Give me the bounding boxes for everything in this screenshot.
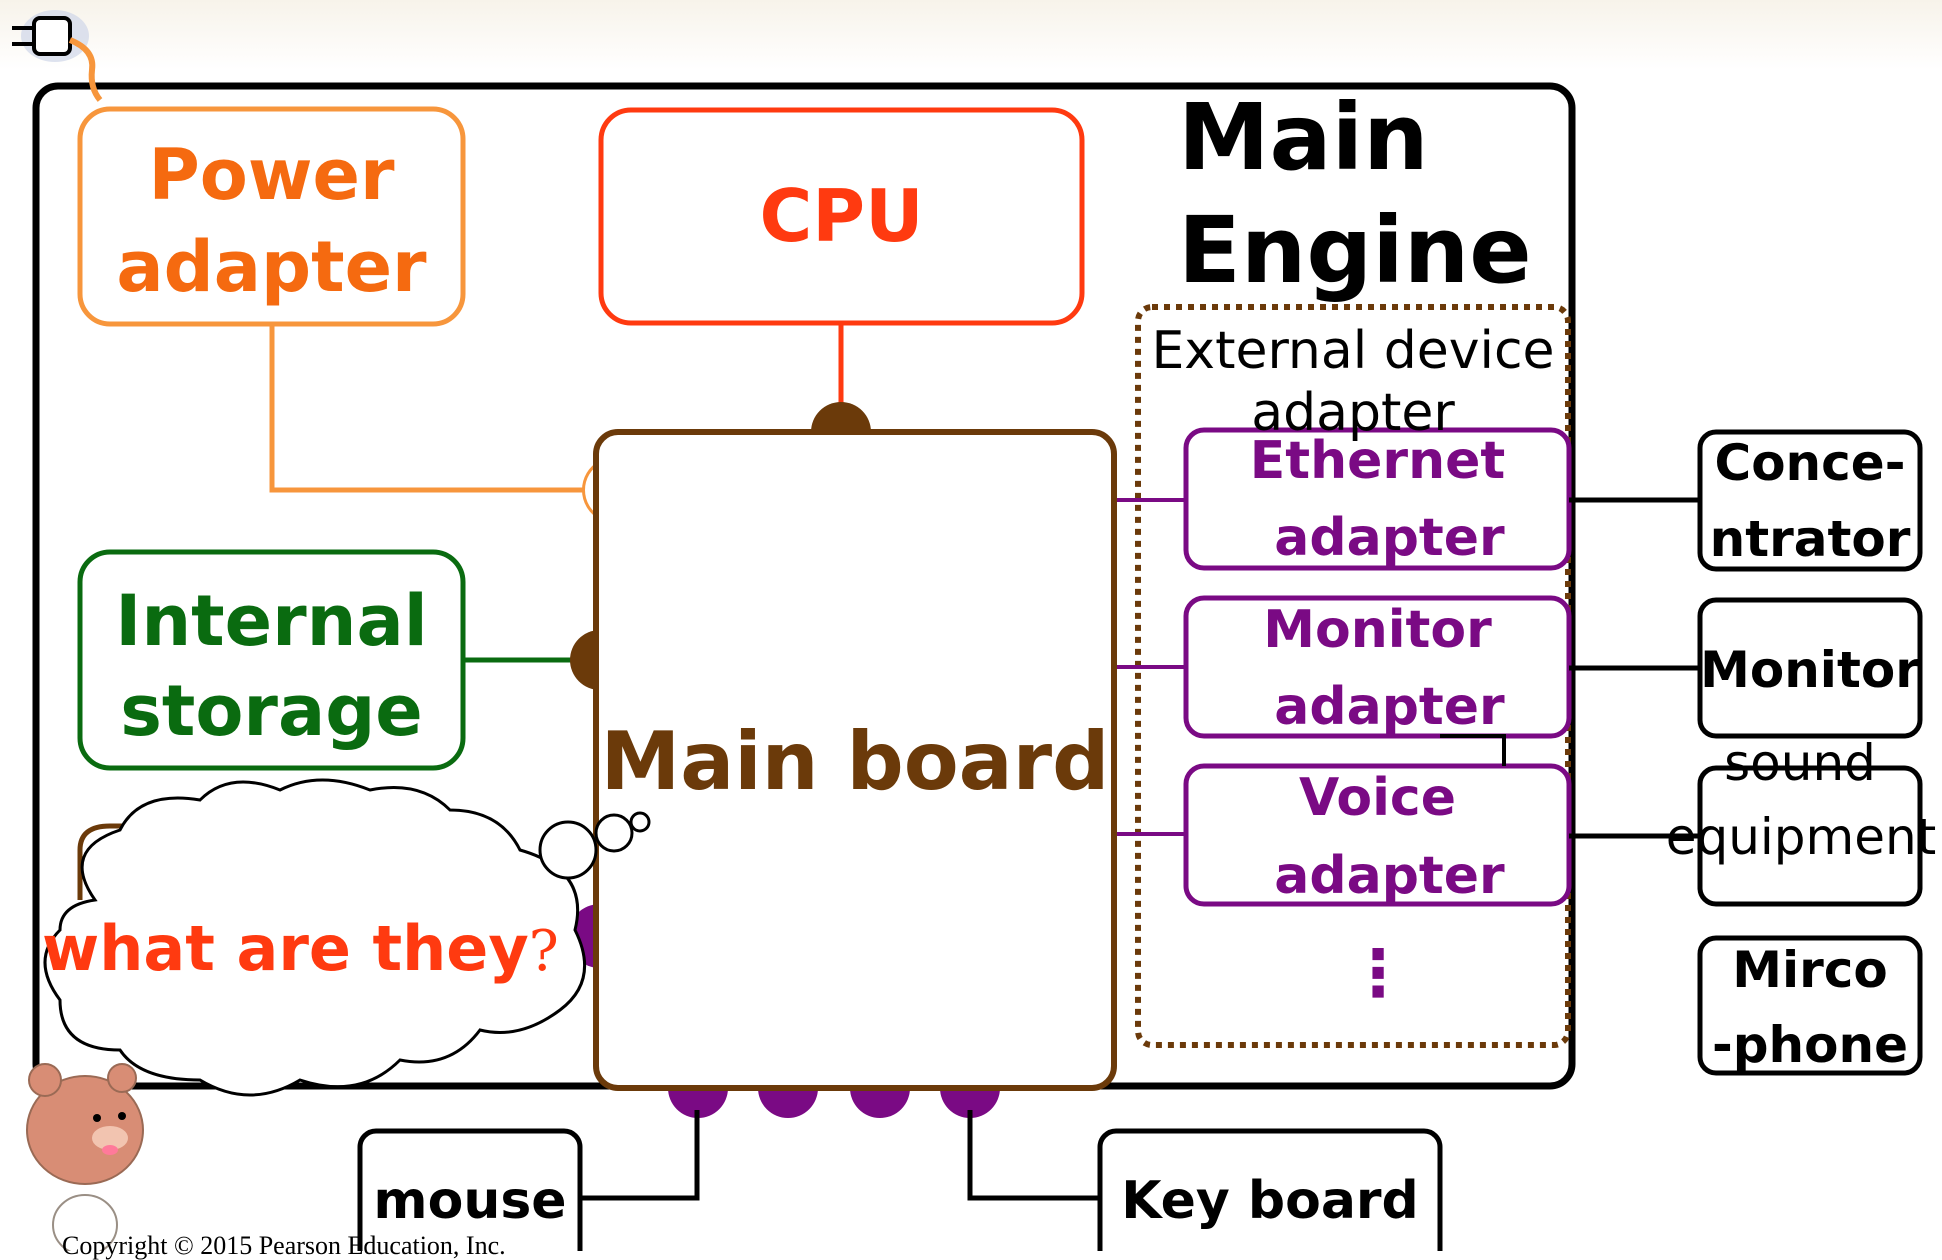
bear-mascot-icon	[26, 1063, 144, 1251]
thought-bubble-question: what are they	[42, 912, 529, 985]
mouse-box	[357, 1128, 583, 1251]
sound-equipment-label-line1: sound	[1724, 734, 1876, 792]
monitor-box	[1697, 597, 1923, 739]
ethernet-adapter-label-line2: adapter	[1274, 508, 1505, 568]
keyboard-label: Key board	[1121, 1171, 1419, 1231]
more-adapters-ellipsis: ⋮	[1346, 937, 1410, 1011]
microphone-box	[1697, 935, 1923, 1076]
monitor-label: Monitor	[1700, 641, 1920, 699]
concentrator-box	[1697, 429, 1923, 572]
microphone-label-line2: -phone	[1712, 1016, 1908, 1074]
microphone-label-line1: Mirco	[1732, 941, 1888, 999]
keyboard-connector	[967, 1110, 1100, 1201]
mouse-connector	[580, 1110, 700, 1201]
power-adapter-label-line2: adapter	[116, 226, 427, 308]
concentrator-label-line1: Conce-	[1714, 434, 1906, 492]
external-device-adapter-frame	[1135, 304, 1571, 1048]
thought-bubble-mark: ?	[528, 919, 559, 984]
power-adapter-label-line1: Power	[148, 134, 395, 216]
voice-adapter-label-line2: adapter	[1274, 846, 1505, 906]
thought-cloud	[43, 778, 651, 1097]
internal-storage-label-line1: Internal	[115, 580, 428, 662]
voice-adapter-label-line1: Voice	[1298, 768, 1457, 828]
mouse-label: mouse	[373, 1171, 567, 1231]
power-connector	[269, 324, 600, 493]
monitor-adapter-label-line1: Monitor	[1263, 600, 1492, 660]
thought-bubble-text: what are they?	[42, 918, 559, 980]
ethernet-adapter-label-line1: Ethernet	[1249, 431, 1506, 491]
keyboard-box	[1097, 1128, 1443, 1251]
cpu-label: CPU	[759, 174, 924, 258]
monitor-adapter-label-line2: adapter	[1274, 677, 1505, 737]
concentrator-label-line2: ntrator	[1709, 510, 1911, 568]
sound-equipment-label-line2: equipment	[1665, 808, 1937, 866]
copyright-notice: Copyright © 2015 Pearson Education, Inc.	[62, 1231, 506, 1260]
main-engine-title-line1: Main	[1178, 84, 1429, 191]
sound-equipment-box	[1697, 765, 1923, 907]
internal-storage-label-line2: storage	[120, 670, 423, 752]
external-device-adapter-label-line2: adapter	[1251, 383, 1455, 443]
main-board-box	[593, 429, 1117, 1091]
plug-icon	[12, 10, 103, 102]
main-board-label: Main board	[600, 715, 1110, 808]
external-device-adapter-label-line1: External device	[1151, 321, 1555, 381]
main-engine-title-line2: Engine	[1178, 197, 1532, 304]
slide-header-band	[0, 0, 1942, 70]
